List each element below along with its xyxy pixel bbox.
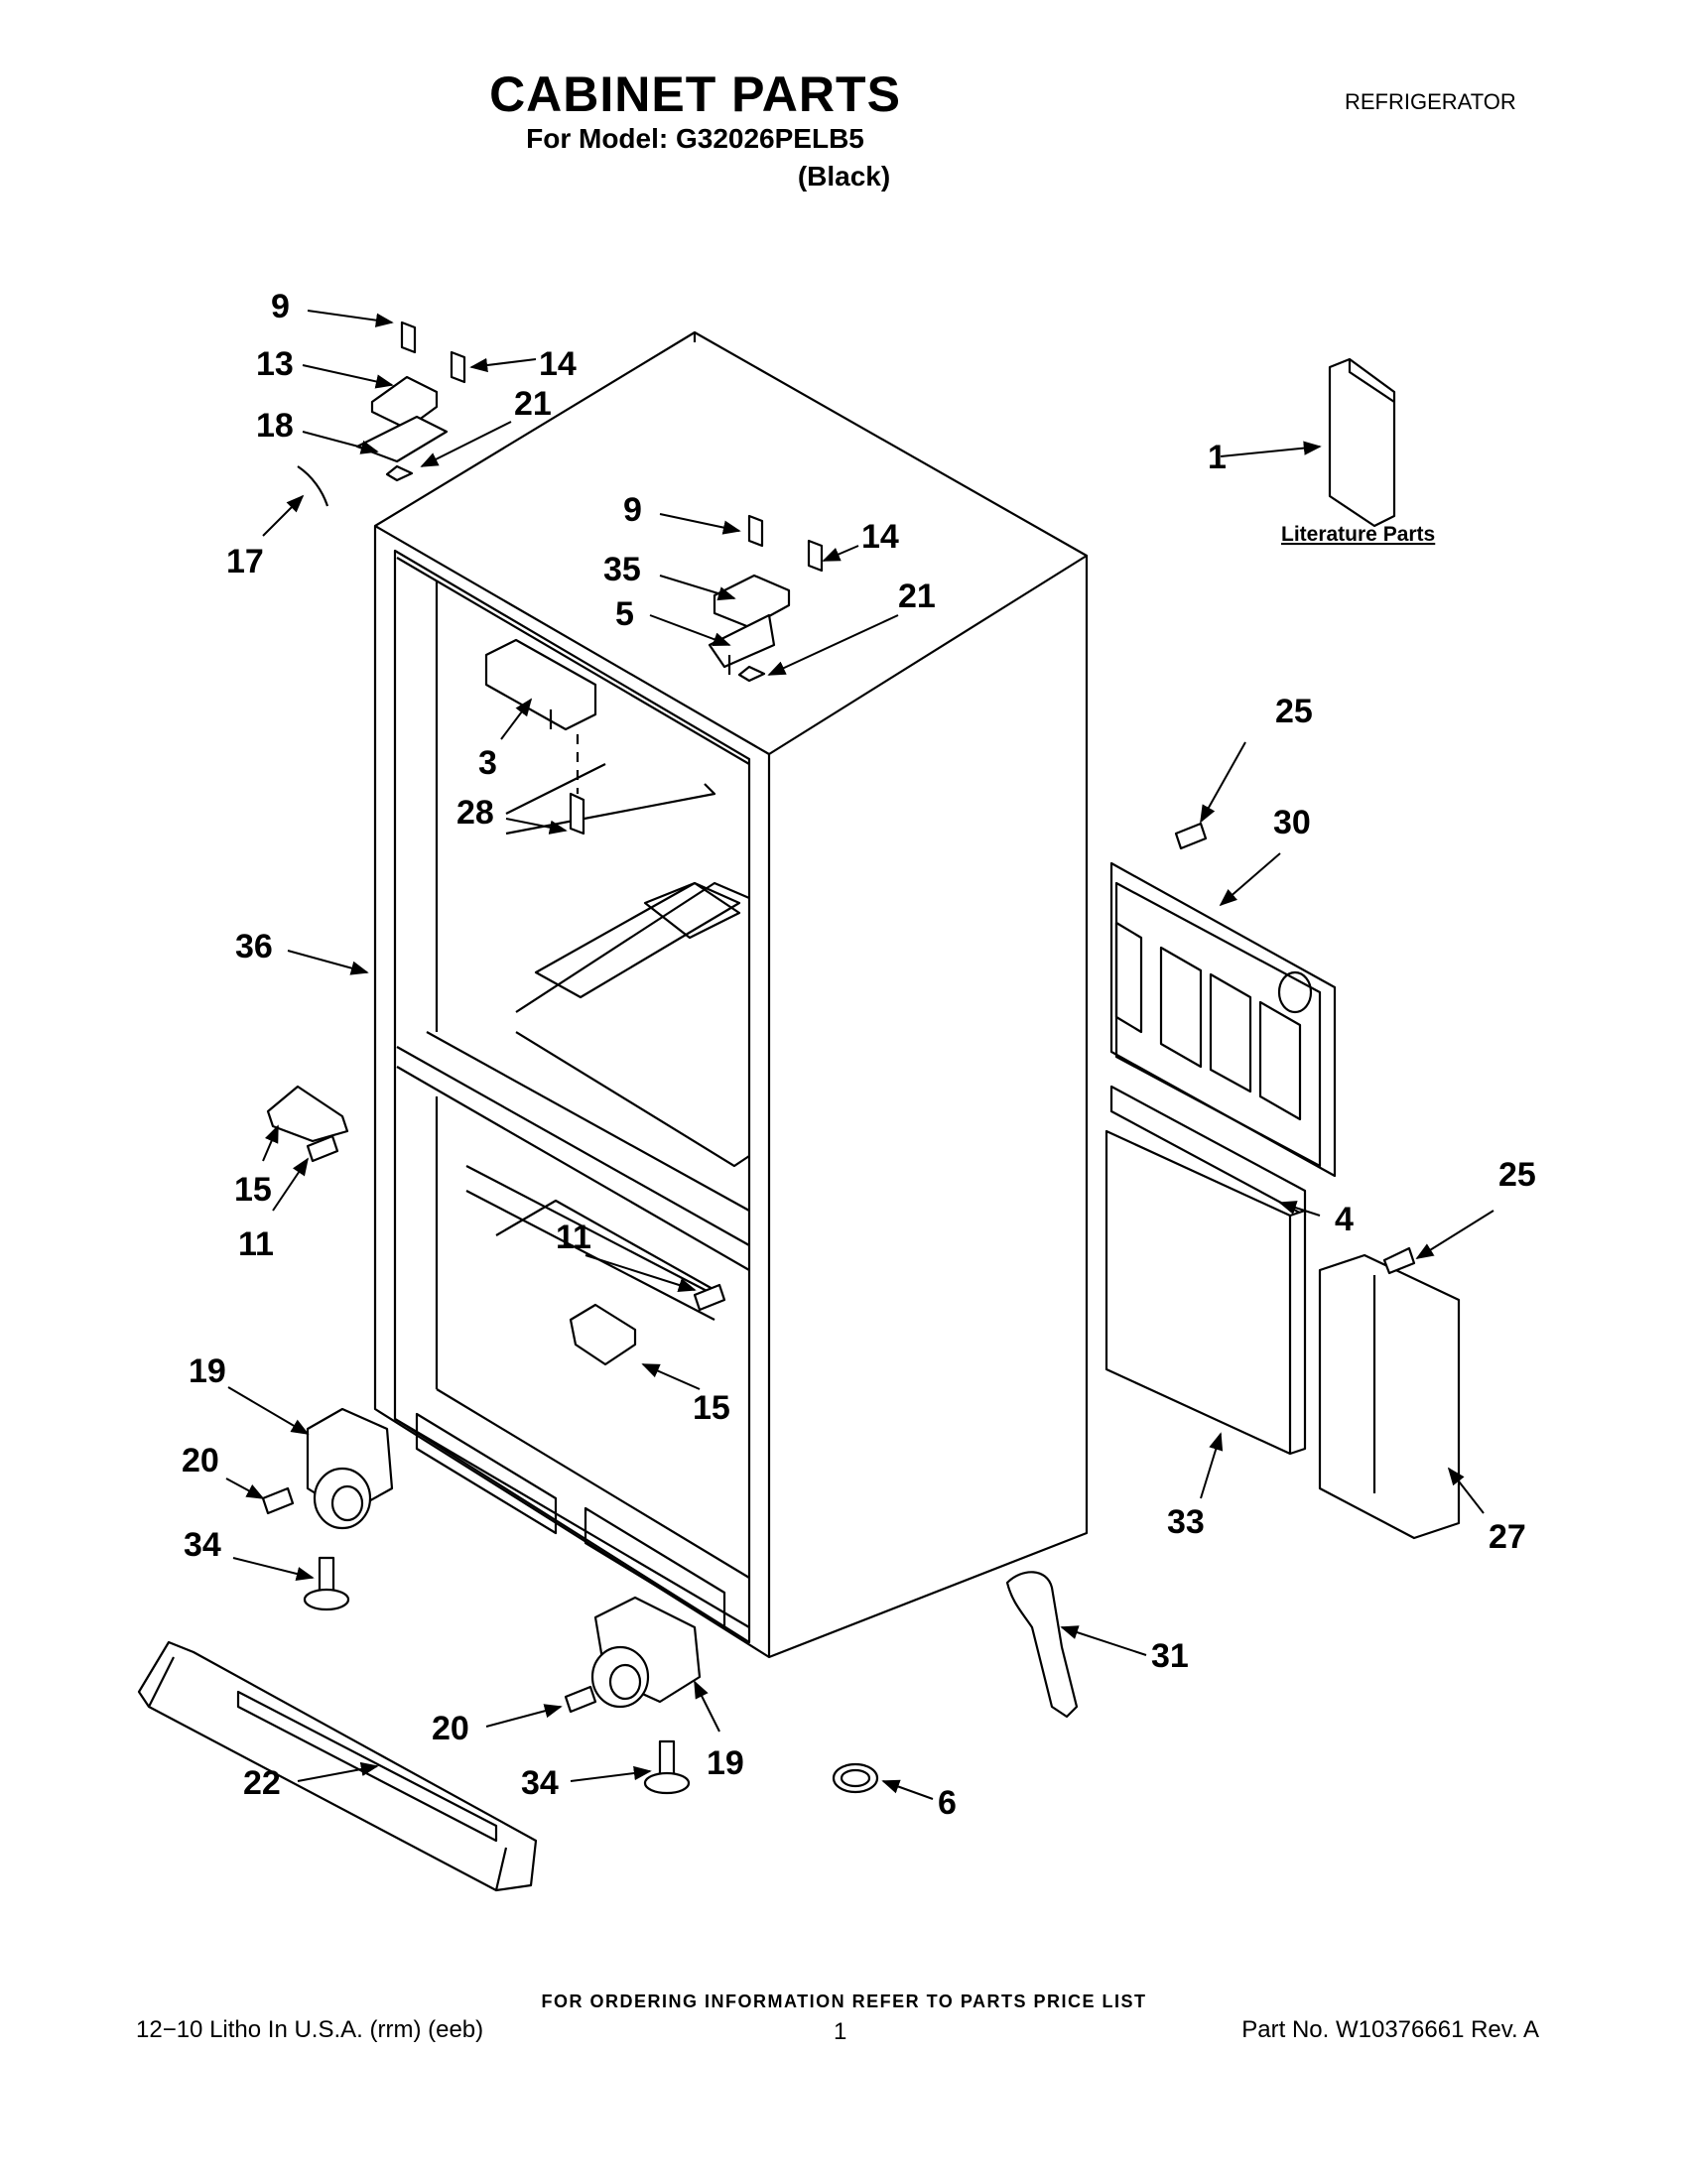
callout-14: 14 [861, 518, 899, 556]
callout-1: 1 [1208, 439, 1227, 476]
callout-35: 35 [603, 551, 641, 588]
top-hinge-left [297, 321, 466, 507]
leader-lines [225, 310, 1494, 1800]
part-33-panel [1104, 1129, 1307, 1456]
callout-18: 18 [256, 407, 294, 445]
callout-4: 4 [1335, 1201, 1354, 1238]
lower-hinge-brackets [266, 1085, 637, 1366]
callout-19: 19 [189, 1352, 226, 1390]
callout-6: 6 [938, 1784, 957, 1822]
callout-34: 34 [521, 1764, 559, 1802]
callout-15: 15 [693, 1389, 730, 1427]
callout-9: 9 [271, 288, 290, 325]
callout-33: 33 [1167, 1503, 1205, 1541]
callout-28: 28 [456, 794, 494, 832]
part-number: Part No. W10376661 Rev. A [1241, 2016, 1539, 2043]
part-3-housing [484, 638, 597, 835]
literature-book [1328, 357, 1396, 528]
callout-22: 22 [243, 1764, 281, 1802]
model-line: For Model: G32026PELB5 [526, 123, 864, 154]
part-27-plate [1318, 1253, 1461, 1540]
callout-27: 27 [1489, 1518, 1526, 1556]
callout-13: 13 [256, 345, 294, 383]
callout-30: 30 [1273, 804, 1311, 841]
callout-20: 20 [182, 1442, 219, 1479]
callout-9: 9 [623, 491, 642, 529]
callout-36: 36 [235, 928, 273, 965]
roller-brackets [306, 1407, 702, 1709]
callout-numbers: 9 13 14 18 21 17 1 9 14 35 5 21 3 28 25 … [182, 288, 1536, 1822]
callout-21: 21 [514, 385, 552, 423]
callout-19: 19 [707, 1744, 744, 1782]
callout-14: 14 [539, 345, 577, 383]
part-22-toe-grille [137, 1640, 538, 1892]
callout-21: 21 [898, 578, 936, 615]
callout-11: 11 [238, 1225, 274, 1263]
part-6-ring [832, 1762, 879, 1794]
callout-5: 5 [615, 595, 634, 633]
appliance-category: REFRIGERATOR [1345, 89, 1516, 114]
screws [261, 822, 1416, 1714]
literature-parts-label: Literature Parts [1281, 523, 1435, 546]
callout-25: 25 [1275, 693, 1313, 730]
callout-34: 34 [184, 1526, 221, 1564]
ordering-info: FOR ORDERING INFORMATION REFER TO PARTS … [541, 1991, 1147, 2011]
part-30-rear-cover [1109, 861, 1337, 1178]
page-number: 1 [834, 2018, 847, 2045]
callout-11: 11 [556, 1219, 591, 1256]
cabinet-shell [373, 330, 1089, 1659]
callout-17: 17 [226, 543, 264, 580]
callout-31: 31 [1151, 1637, 1189, 1675]
callout-25: 25 [1498, 1156, 1536, 1194]
leveling-legs [303, 1556, 691, 1795]
litho-info: 12−10 Litho In U.S.A. (rrm) (eeb) [136, 2016, 484, 2043]
callout-3: 3 [478, 744, 497, 782]
color-line: (Black) [797, 161, 891, 192]
page-title: CABINET PARTS [489, 66, 901, 122]
callout-15: 15 [234, 1171, 272, 1209]
callout-20: 20 [432, 1710, 469, 1747]
part-31-tube [1005, 1571, 1079, 1719]
